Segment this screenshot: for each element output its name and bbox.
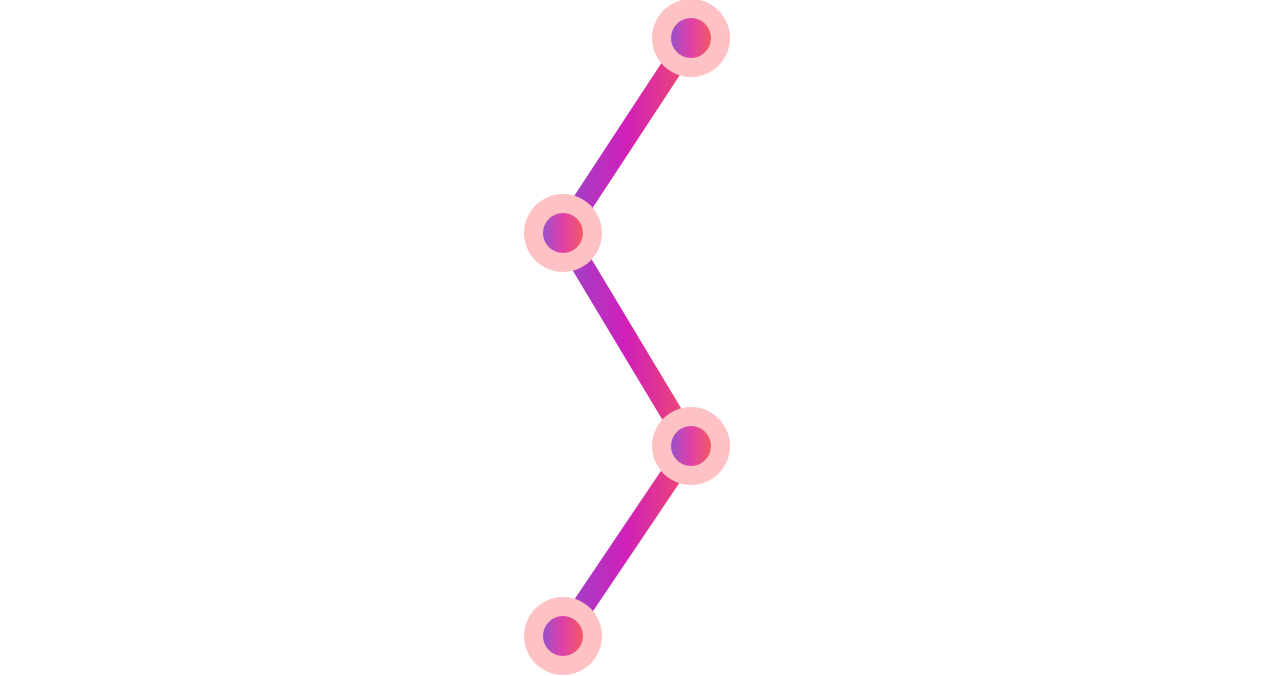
node-3: [652, 407, 730, 485]
node-4-dot: [543, 616, 583, 656]
node-4: [524, 597, 602, 675]
node-1-dot: [671, 18, 711, 58]
connector-segment-2: [552, 222, 702, 457]
node-3-dot: [671, 426, 711, 466]
node-1: [652, 0, 730, 77]
leader-lines: [15, 33, 1250, 637]
connector-lines: [552, 27, 702, 647]
node-2-dot: [543, 213, 583, 253]
timeline-nodes: [524, 0, 730, 675]
node-2: [524, 194, 602, 272]
